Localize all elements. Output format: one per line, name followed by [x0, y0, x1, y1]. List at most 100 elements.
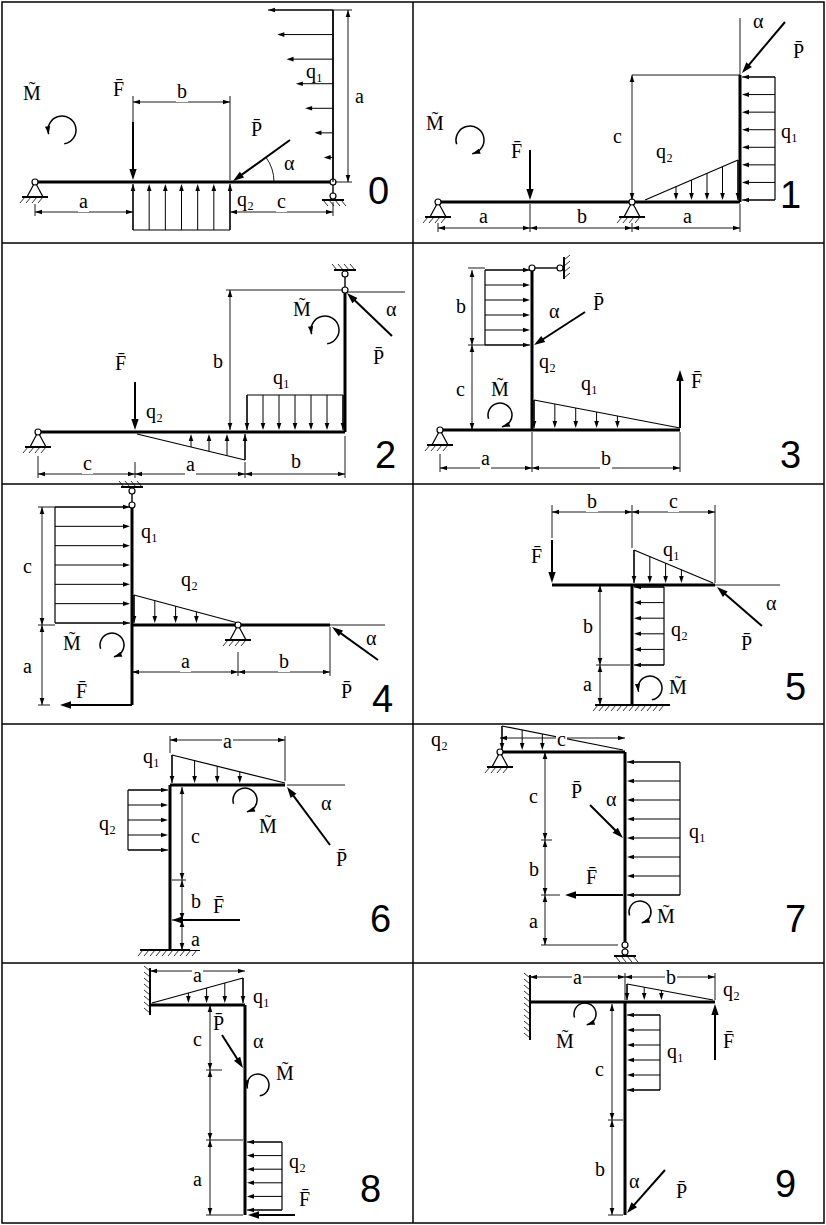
dimension-line [210, 1140, 211, 1215]
arrow-head [627, 1013, 634, 1018]
load-arrow [252, 1210, 282, 1211]
arrow-head [247, 1140, 254, 1145]
load-arrow [181, 189, 182, 230]
arrow-head [233, 172, 244, 181]
dimension-line [210, 1070, 211, 1140]
symbol-label: c [22, 555, 33, 577]
load-arrow [55, 545, 125, 546]
arrow-head [123, 505, 130, 510]
arrow-head [238, 472, 245, 477]
support-hatch [617, 705, 622, 711]
arrow-head [243, 434, 248, 441]
arrow-head [532, 421, 537, 428]
load-arrow [747, 164, 775, 165]
arrow-head [534, 336, 545, 345]
symbol-label: b [190, 890, 202, 912]
support-hatch [144, 990, 150, 995]
load-arrow [632, 1060, 660, 1061]
arrow-head [523, 328, 530, 333]
panel-divider [2, 483, 824, 485]
support-hatch [156, 950, 161, 956]
arrow-head [634, 600, 641, 605]
extension-line [632, 223, 633, 232]
symbol-label: b [586, 490, 598, 512]
arrow-head [238, 670, 245, 675]
arrow-head [208, 1005, 213, 1012]
support-hatch [629, 705, 634, 711]
load-outline [268, 9, 333, 10]
load-arrow [639, 602, 664, 603]
arrow-head [523, 343, 530, 348]
arrow-head [309, 423, 314, 430]
symbol-label: P̄ [212, 1012, 225, 1034]
symbol-label: b [176, 80, 188, 102]
arrow-head [525, 466, 532, 471]
support-hatch [524, 1021, 530, 1026]
load-outline [55, 506, 130, 507]
load-arrow [534, 400, 535, 423]
support-hatch [144, 950, 149, 956]
load-arrow [245, 439, 246, 460]
arrow-head [627, 855, 634, 860]
load-arrow [194, 761, 195, 778]
arrow-head [222, 996, 227, 1003]
load-arrow [639, 587, 664, 588]
moment-arc [574, 1003, 596, 1025]
arrow-head [314, 131, 321, 136]
arrow-head [627, 1058, 634, 1063]
support-hatch [174, 950, 179, 956]
load-arrow [665, 563, 666, 578]
arrow-head [733, 226, 740, 231]
support-hatch [524, 1027, 530, 1032]
support-hatch [503, 767, 508, 773]
arrow-head [610, 1120, 615, 1127]
load-arrow [485, 345, 525, 346]
support-hatch [593, 705, 598, 711]
member-line [531, 268, 534, 430]
extension-line [608, 1120, 623, 1121]
arrow-head [247, 1180, 254, 1185]
support-hatch [192, 950, 197, 956]
load-arrow [632, 781, 680, 782]
load-arrow [263, 395, 264, 425]
arrow-head [742, 110, 749, 115]
arrow-head [532, 466, 539, 471]
arrow-head [742, 163, 749, 168]
load-outline [281, 1142, 282, 1210]
arrow-head [186, 996, 191, 1003]
member-line [530, 1001, 715, 1004]
arrow-head [179, 184, 184, 191]
load-arrow [485, 285, 525, 286]
load-arrow [485, 330, 525, 331]
symbol-label: q₁ [272, 366, 291, 388]
support-hatch [437, 445, 442, 451]
load-arrow [230, 189, 231, 230]
support-hatch [524, 1033, 530, 1038]
member-line [624, 1002, 627, 1215]
dimension-line [230, 290, 231, 430]
arrow-head [598, 665, 603, 672]
load-arrow [632, 857, 680, 858]
moment-arc [233, 788, 257, 812]
panel-number: 5 [785, 668, 806, 706]
arrow-head [470, 423, 475, 430]
extension-line [226, 290, 343, 291]
arrow-head [679, 576, 684, 583]
support-hatch [138, 950, 143, 956]
arrow-head [341, 423, 346, 430]
support-hatch [599, 705, 604, 711]
arrow-head [634, 616, 641, 621]
arrow-head [540, 743, 545, 750]
arrow-head [526, 189, 533, 200]
dimension-line [600, 585, 601, 665]
moment-arc [247, 1074, 269, 1096]
moment-arc [311, 316, 339, 344]
symbol-label: M̃ [258, 815, 278, 837]
force-arrow [257, 1214, 295, 1216]
symbol-label: c [276, 190, 287, 212]
arrow-head [161, 788, 168, 793]
load-arrow [343, 395, 344, 425]
support-hatch [429, 217, 434, 223]
arrow-head [523, 283, 530, 288]
